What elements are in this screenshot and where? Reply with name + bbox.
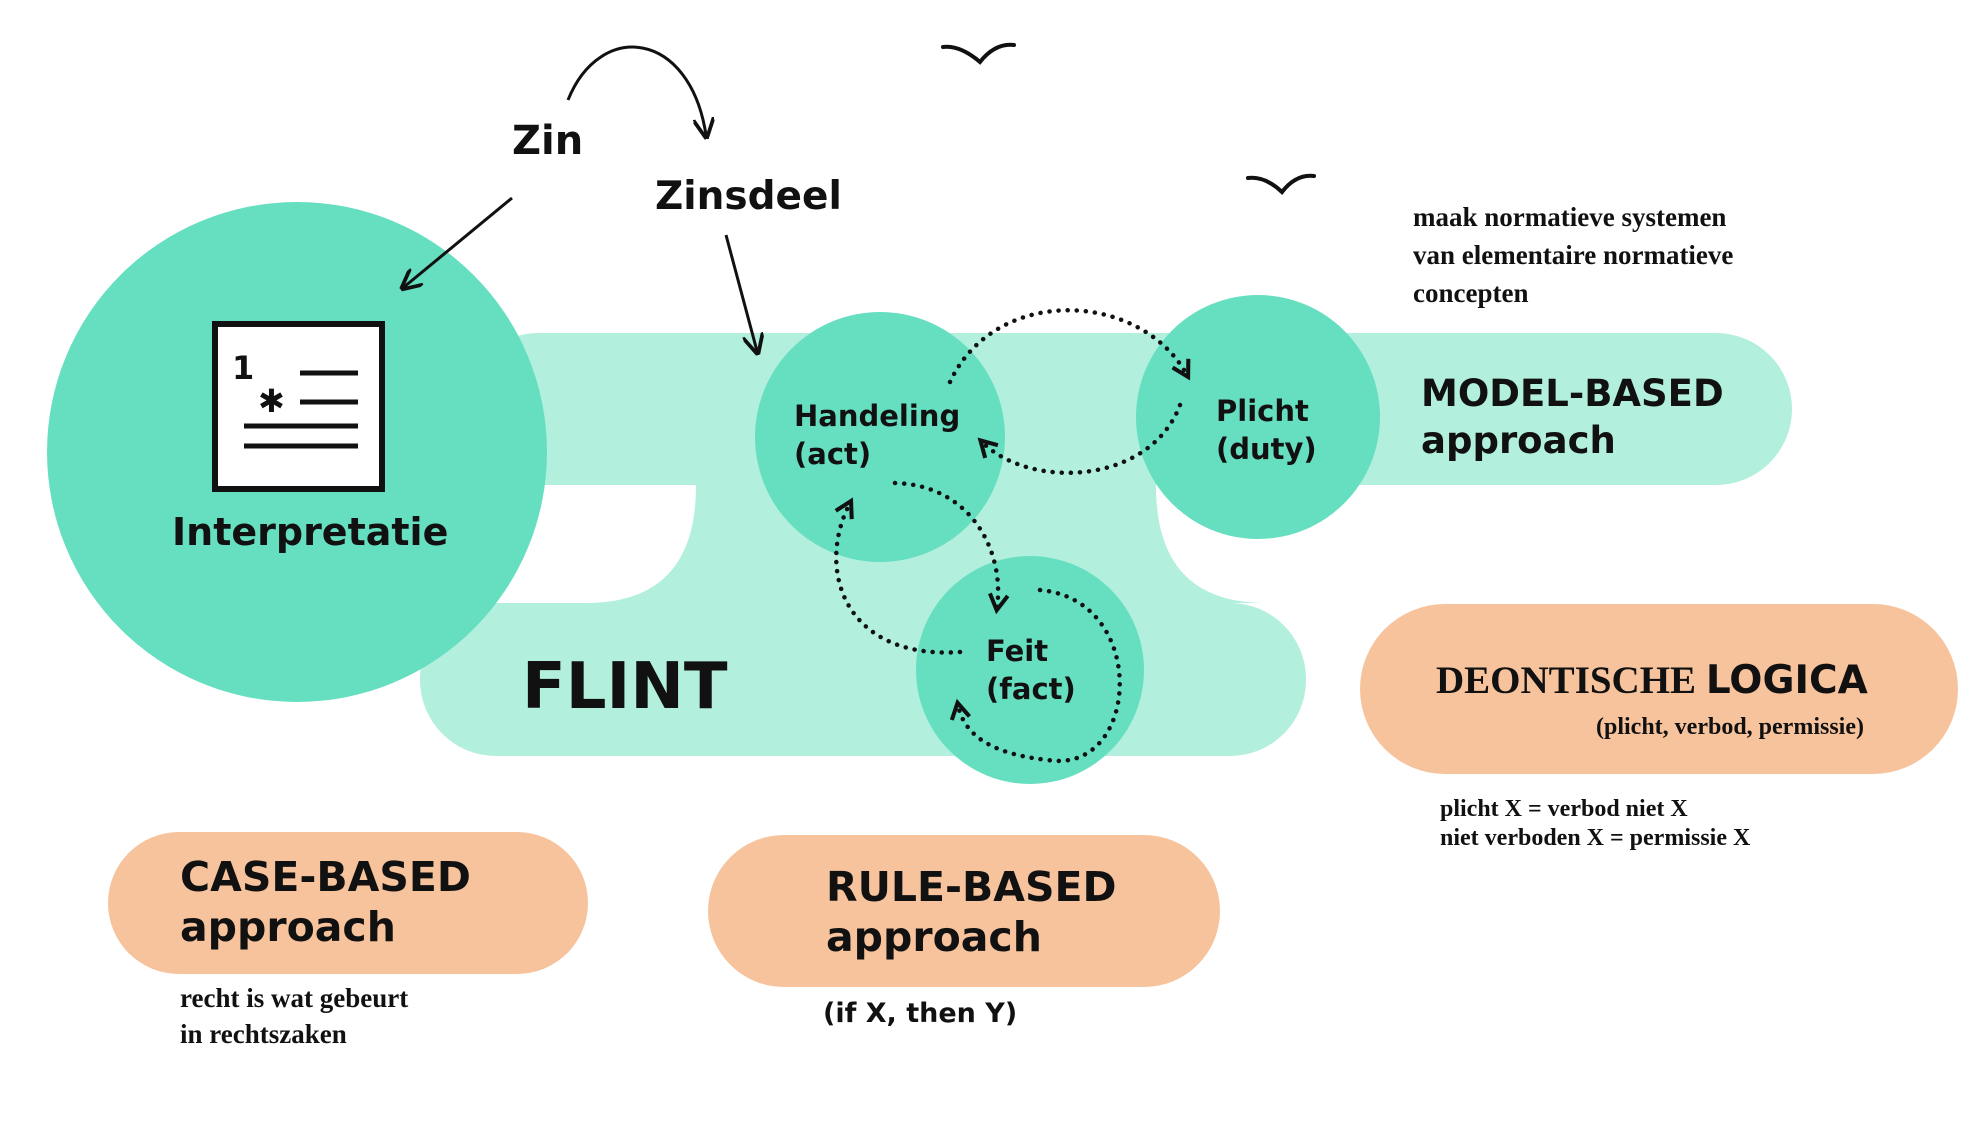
band-fillet-left: [586, 470, 696, 603]
model-based-note-line2: van elementaire normatieve: [1413, 240, 1734, 270]
rule-based-pill: [708, 835, 1220, 987]
feit-self-loop-arrow: [949, 587, 1122, 764]
deontische-title: DEONTISCHE LOGICA: [1436, 658, 1868, 704]
case-based-heading: CASE-BASED: [180, 853, 471, 901]
model-based-subheading: approach: [1421, 419, 1616, 462]
deontische-note: plicht X = verbod niet X niet verboden X…: [1440, 795, 1750, 853]
model-based-title: MODEL-BASED approach: [1421, 370, 1724, 464]
rule-based-note: (if X, then Y): [823, 998, 1018, 1029]
case-based-title: CASE-BASED approach: [180, 852, 471, 952]
handeling-node: [755, 312, 1005, 562]
deontische-title-part1: DEONTISCHE: [1436, 659, 1706, 702]
plicht-node: [1136, 295, 1380, 539]
deontische-note-line2: niet verboden X = permissie X: [1440, 825, 1751, 851]
deontische-subtitle: (plicht, verbod, permissie): [1596, 714, 1864, 740]
case-based-subheading: approach: [180, 903, 396, 951]
handeling-to-feit-arrow: [892, 480, 1010, 615]
document-list-icon: [212, 321, 385, 492]
feit-line1: Feit: [986, 634, 1049, 668]
dotted-cycle-arrow-icon: [834, 308, 1191, 764]
deontische-logica-pill: [1360, 604, 1958, 774]
deontische-note-line1: plicht X = verbod niet X: [1440, 796, 1688, 822]
feit-line2: (fact): [986, 672, 1076, 706]
handeling-line2: (act): [794, 437, 872, 471]
case-based-pill: [108, 832, 588, 974]
rule-based-heading: RULE-BASED: [826, 863, 1117, 911]
feit-node: [916, 556, 1144, 784]
handeling-line1: Handeling: [794, 399, 961, 433]
case-based-note-line2: in rechtszaken: [180, 1019, 347, 1049]
model-based-heading: MODEL-BASED: [1421, 372, 1724, 415]
bird-icon: [1246, 173, 1316, 195]
model-based-note-line3: concepten: [1413, 278, 1529, 308]
model-based-note-line1: maak normatieve systemen: [1413, 202, 1727, 232]
feit-label: Feit (fact): [986, 632, 1076, 708]
case-based-note: recht is wat gebeurt in rechtszaken: [180, 980, 408, 1052]
handeling-label: Handeling (act): [794, 397, 960, 473]
handeling-to-plicht-arrow: [947, 308, 1191, 385]
flint-label: FLINT: [522, 650, 728, 724]
zinsdeel-to-handeling-arrow: [724, 234, 757, 351]
document-star: ✱: [258, 382, 285, 420]
deontische-title-part2: LOGICA: [1705, 658, 1868, 703]
zin-to-interpretatie-arrow: [404, 196, 513, 287]
zin-curved-arrow-icon: [566, 45, 706, 135]
rule-based-title: RULE-BASED approach: [826, 862, 1117, 962]
zin-label: Zin: [512, 118, 584, 164]
rule-based-subheading: approach: [826, 913, 1042, 961]
plicht-label: Plicht (duty): [1216, 392, 1317, 468]
case-based-note-line1: recht is wat gebeurt: [180, 983, 409, 1013]
band-fillet-right: [1156, 470, 1266, 603]
feit-to-handeling-arrow: [834, 497, 963, 655]
zinsdeel-label: Zinsdeel: [655, 174, 842, 219]
document-number: 1: [232, 349, 255, 387]
plicht-line1: Plicht: [1216, 394, 1309, 428]
plicht-line2: (duty): [1216, 432, 1317, 466]
bird-icon: [941, 42, 1016, 65]
plicht-to-handeling-arrow: [977, 402, 1183, 476]
model-based-note: maak normatieve systemen van elementaire…: [1413, 198, 1733, 312]
interpretatie-label: Interpretatie: [172, 510, 449, 554]
